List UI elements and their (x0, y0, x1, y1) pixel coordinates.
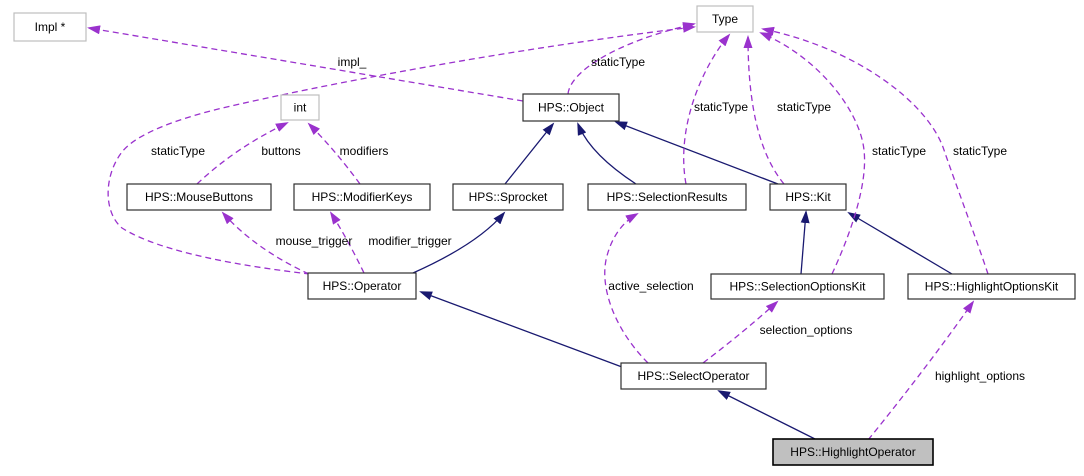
node-highlightoptionskit[interactable]: HPS::HighlightOptionsKit (907, 273, 1076, 300)
node-impl-ptr: Impl * (13, 12, 87, 42)
node-label-modifierkeys: HPS::ModifierKeys (312, 190, 413, 204)
edge-operator-to-mousebuttons (221, 211, 310, 275)
edge-selectionoptionskit-to-type (759, 32, 866, 275)
node-int: int (280, 94, 320, 121)
edge-label-staticType: staticType (872, 144, 926, 158)
node-highlightoperator: HPS::HighlightOperator (772, 438, 934, 466)
node-label-object: HPS::Object (538, 101, 605, 115)
node-label-kit: HPS::Kit (785, 190, 831, 204)
edge-highlightoperator-to-highlightoptionskit (867, 300, 975, 441)
node-label-selectionresults: HPS::SelectionResults (607, 190, 728, 204)
edge-kit-to-type (743, 35, 785, 185)
node-label-sprocket: HPS::Sprocket (469, 190, 548, 204)
node-label-highlightoperator: HPS::HighlightOperator (790, 445, 915, 459)
edge-object-to-impl (87, 25, 524, 102)
edge-label-mouse_trigger: mouse_trigger (276, 234, 353, 248)
node-selectionresults[interactable]: HPS::SelectionResults (587, 183, 747, 211)
edge-operator-to-modifierkeys (329, 211, 365, 274)
node-box-operator[interactable] (307, 272, 417, 300)
edge-label-active_selection: active_selection (608, 279, 693, 293)
node-label-selectionoptionskit: HPS::SelectionOptionsKit (729, 280, 866, 294)
edge-selectionresults-to-type (683, 33, 731, 185)
edge-mousebuttons-to-int (196, 122, 289, 185)
edge-label-staticType: staticType (953, 144, 1007, 158)
node-selectionoptionskit[interactable]: HPS::SelectionOptionsKit (710, 273, 885, 300)
edge-label-modifiers: modifiers (340, 144, 389, 158)
node-box-object[interactable] (522, 93, 620, 122)
edge-label-staticType: staticType (151, 144, 205, 158)
node-box-modifierkeys[interactable] (293, 183, 431, 211)
edge-highlightoptionskit-to-kit (847, 211, 953, 275)
edge-label-modifier_trigger: modifier_trigger (368, 234, 451, 248)
edge-selectionresults-to-object (577, 122, 637, 185)
node-selectoperator[interactable]: HPS::SelectOperator (620, 362, 767, 390)
edge-label-impl_: impl_ (338, 55, 367, 69)
edge-selectoperator-to-selectionoptionskit (702, 300, 779, 364)
node-label-highlightoptionskit: HPS::HighlightOptionsKit (925, 280, 1059, 294)
node-box-highlightoperator (772, 438, 934, 466)
node-label-type: Type (712, 12, 738, 26)
node-box-impl-ptr (13, 12, 87, 42)
edge-label-staticType: staticType (777, 100, 831, 114)
edge-operator-to-sprocket (412, 211, 506, 274)
edge-label-staticType: staticType (591, 55, 645, 69)
node-box-mousebuttons[interactable] (126, 183, 272, 211)
edge-kit-to-object (614, 121, 779, 185)
node-label-int: int (294, 101, 307, 115)
edge-highlightoperator-to-selectoperator (717, 390, 818, 441)
edge-operator-to-type (107, 23, 696, 275)
node-operator[interactable]: HPS::Operator (307, 272, 417, 300)
node-box-selectoperator[interactable] (620, 362, 767, 390)
edge-highlightoptionskit-to-type (761, 26, 989, 275)
node-label-mousebuttons: HPS::MouseButtons (145, 190, 253, 204)
edge-selectoperator-to-operator (419, 291, 623, 368)
node-box-kit[interactable] (769, 183, 847, 211)
node-box-selectionresults[interactable] (587, 183, 747, 211)
node-label-impl-ptr: Impl * (35, 20, 66, 34)
node-type[interactable]: Type (696, 5, 754, 33)
node-modifierkeys[interactable]: HPS::ModifierKeys (293, 183, 431, 211)
edge-label-highlight_options: highlight_options (935, 369, 1025, 383)
edge-selectionoptionskit-to-kit (800, 210, 810, 275)
edge-selectoperator-to-selectionresults (604, 213, 649, 364)
edge-label-buttons: buttons (261, 144, 300, 158)
node-box-int (280, 94, 320, 121)
node-box-selectionoptionskit[interactable] (710, 273, 885, 300)
node-box-type[interactable] (696, 5, 754, 33)
node-kit[interactable]: HPS::Kit (769, 183, 847, 211)
node-mousebuttons[interactable]: HPS::MouseButtons (126, 183, 272, 211)
node-object[interactable]: HPS::Object (522, 93, 620, 122)
node-label-selectoperator: HPS::SelectOperator (637, 369, 749, 383)
node-box-highlightoptionskit[interactable] (907, 273, 1076, 300)
node-sprocket[interactable]: HPS::Sprocket (452, 183, 564, 211)
edge-modifierkeys-to-int (307, 122, 361, 185)
node-box-sprocket[interactable] (452, 183, 564, 211)
edge-sprocket-to-object (504, 122, 555, 185)
edge-label-staticType: staticType (694, 100, 748, 114)
node-label-operator: HPS::Operator (323, 279, 402, 293)
edge-label-selection_options: selection_options (760, 323, 853, 337)
